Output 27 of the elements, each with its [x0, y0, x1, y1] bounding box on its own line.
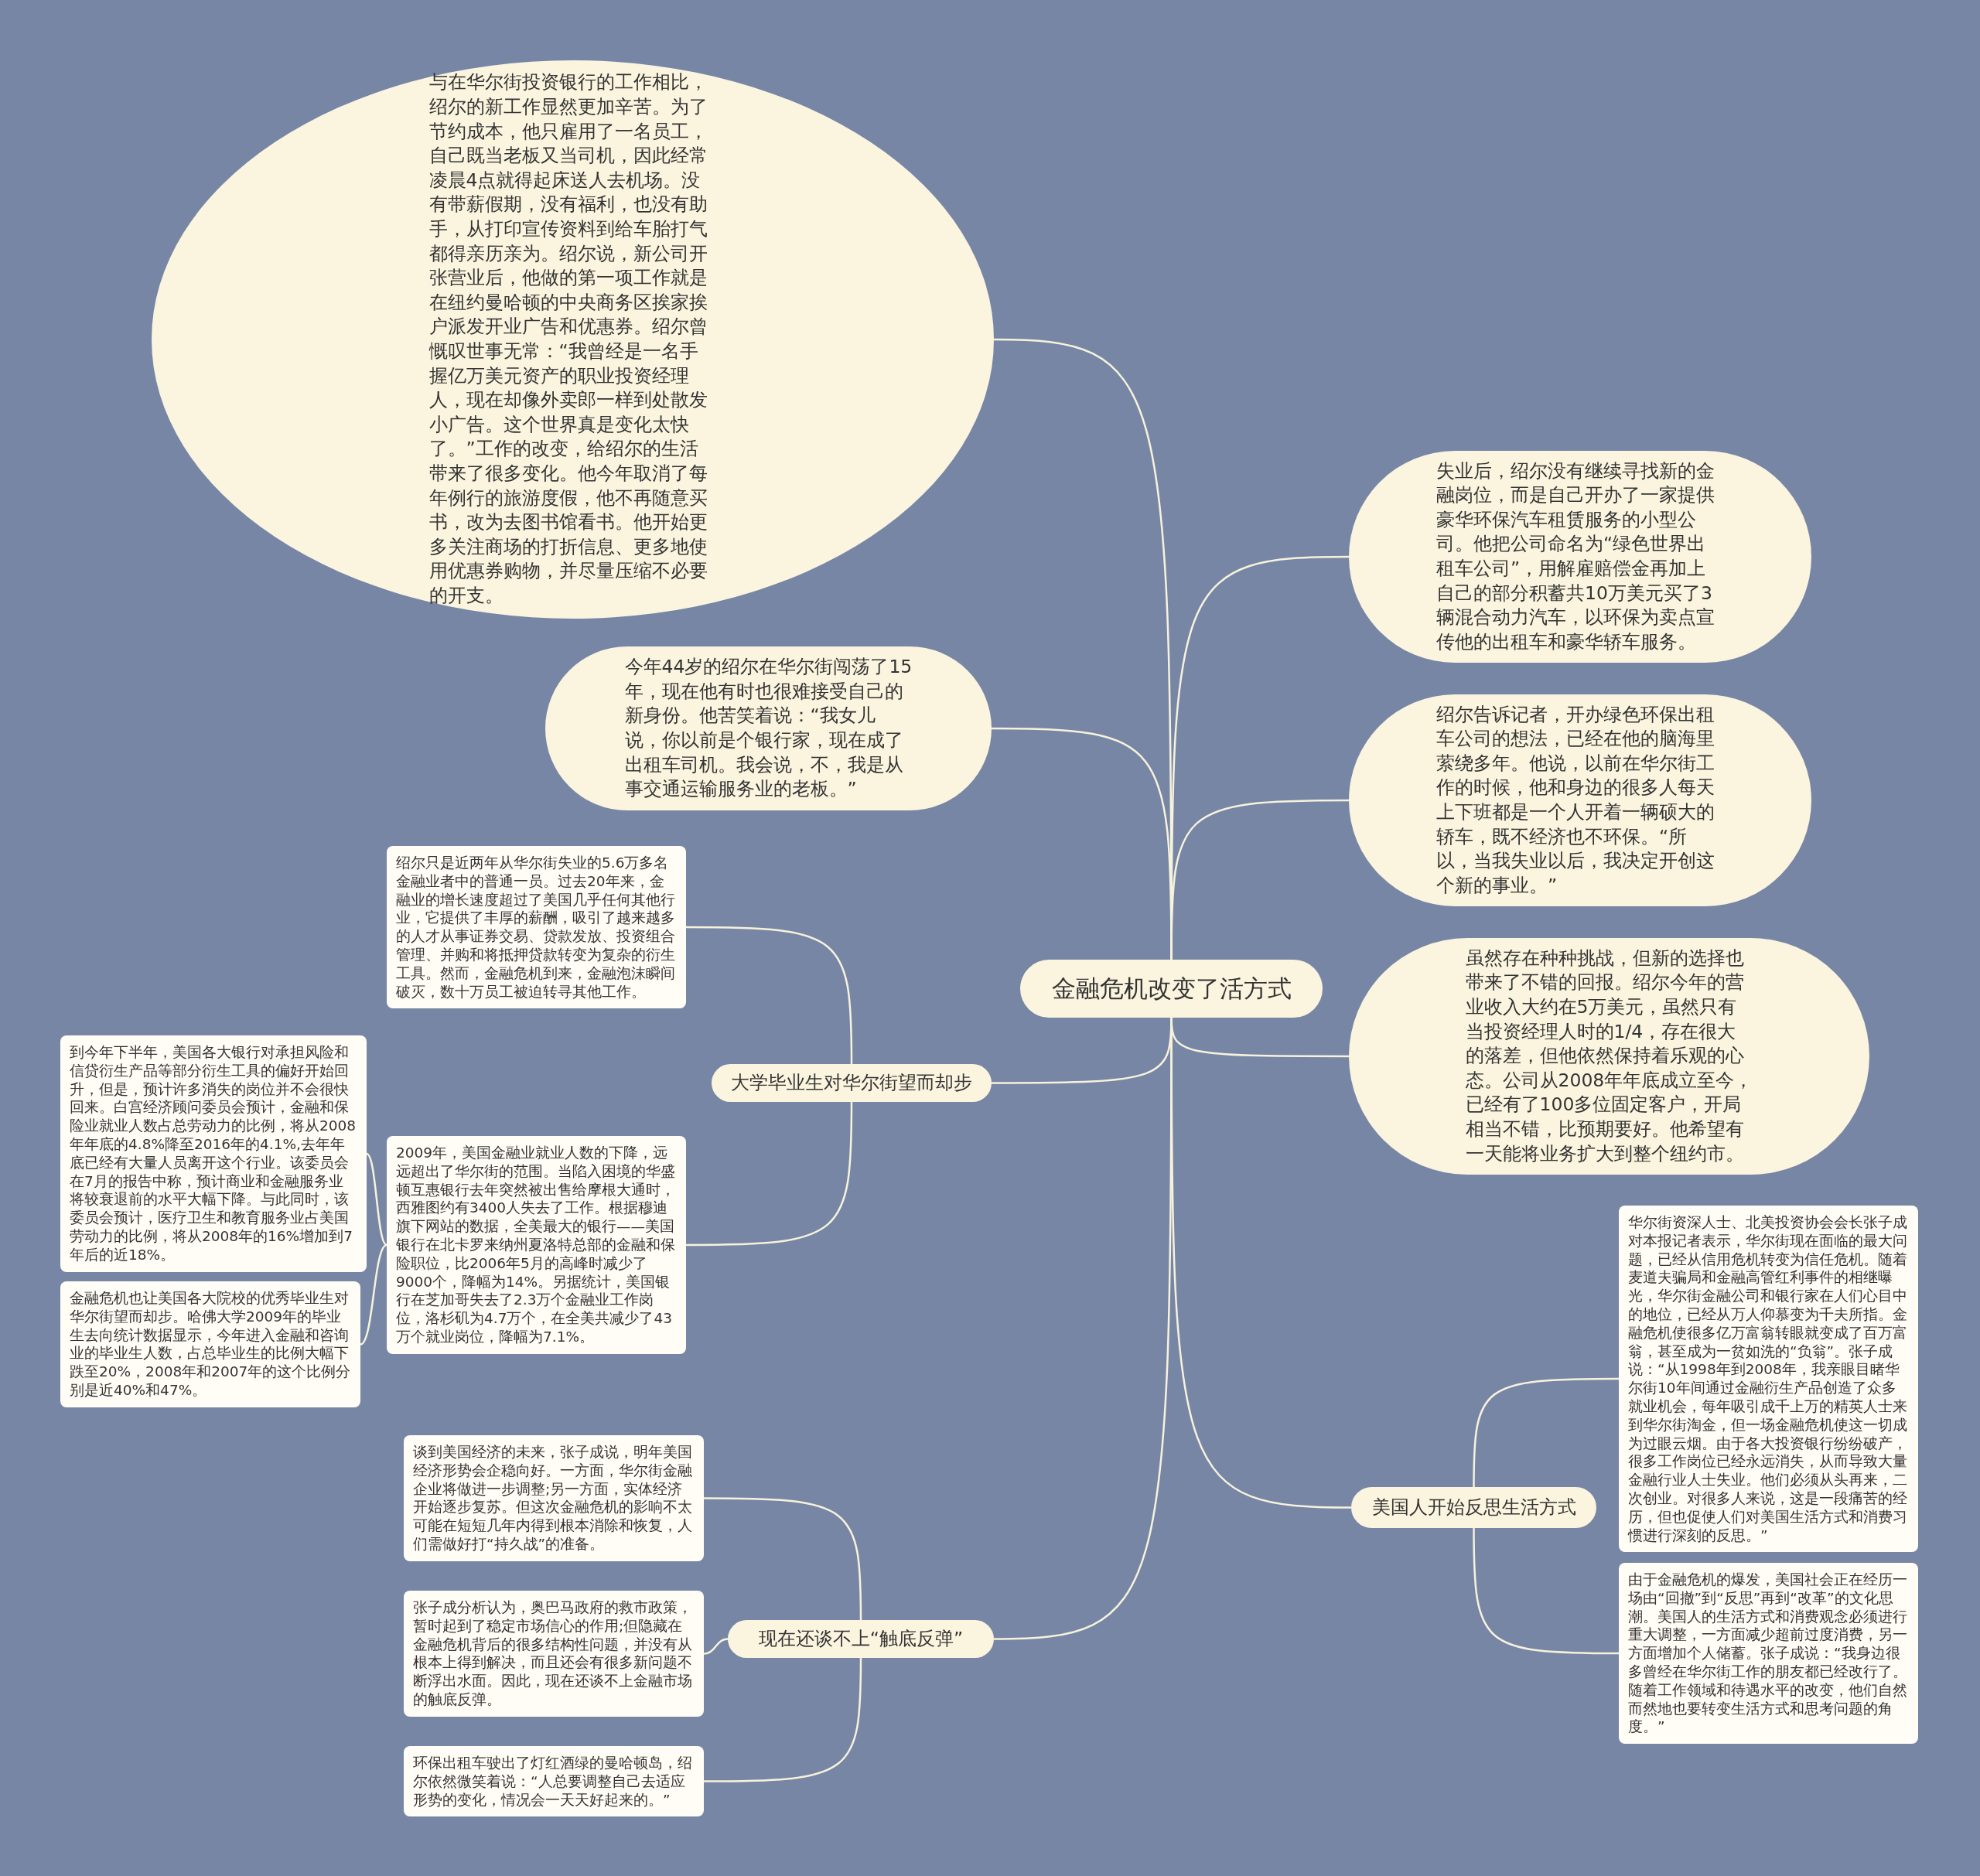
central-topic: 金融危机改变了活方式	[1020, 960, 1323, 1018]
note-card: 到今年下半年，美国各大银行对承担风险和信贷衍生产品等部分衍生工具的偏好开始回升，但是，预计许多消失的岗位并不会很快回来。白宫经济顾问委员会预计，金融和保险业就业人数占总劳动力的比例，将从2008年年底的4.8%降至2016年的4.1%,去年年底已经有大量人员离开这个行业。该委员会在7月的报告中称，预计商业和金融服务业将较衰退前的水平大幅下降。与此同时，该委员会预计，医疗卫生和教育服务业占美国劳动力的比例，将从2008年的16%增加到7年后的近18%。	[60, 1035, 367, 1272]
topic-bubble: 失业后，绍尔没有继续寻找新的金融岗位，而是自己开办了一家提供豪华环保汽车租赁服务的小型公司。他把公司命名为“绿色世界出租车公司”，用解雇赔偿金再加上自己的部分积蓄共10万美元买了3辆混合动力汽车，以环保为卖点宣传他的出租车和豪华轿车服务。	[1349, 451, 1811, 663]
note-card: 华尔街资深人士、北美投资协会会长张子成对本报记者表示，华尔街现在面临的最大问题，已经从信用危机转变为信任危机。随着麦道夫骗局和金融高管红利事件的相继曝光，华尔街金融公司和银行家在人们心目中的地位，已经从万人仰慕变为千夫所指。金融危机使很多亿万富翁转眼就变成了百万富翁，甚至成为一贫如洗的“负翁”。张子成说：“从1998年到2008年，我亲眼目睹华尔街10年间通过金融衍生产品创造了众多就业机会，每年吸引成千上万的精英人士来到华尔街淘金，但一场金融危机使这一切成为过眼云烟。由于各大投资银行纷纷破产，很多工作岗位已经永远消失，从而导致大量金融行业人士失业。他们必须从头再来，二次创业。对很多人来说，这是一段痛苦的经历，但也促使人们对美国生活方式和消费习惯进行深刻的反思。”	[1619, 1206, 1918, 1553]
topic-bubble: 虽然存在种种挑战，但新的选择也带来了不错的回报。绍尔今年的营业收入大约在5万美元，虽然只有当投资经理人时的1/4，存在很大的落差，但他依然保持着乐观的心态。公司从2008年年底成立至今，已经有了100多位固定客户，开局相当不错，比预期要好。他希望有一天能将业务扩大到整个纽约市。	[1349, 938, 1869, 1175]
connector-line	[704, 1658, 862, 1782]
connector-line	[1170, 799, 1349, 960]
note-card: 2009年，美国金融业就业人数的下降，远远超出了华尔街的范围。当陷入困境的华盛顿互惠银行去年突然被出售给摩根大通时，西雅图约有3400人失去了工作。根据穆迪旗下网站的数据，全美最大的银行——美国银行在北卡罗来纳州夏洛特总部的金融和保险职位，比2006年5月的高峰时减少了9000个，降幅为14%。另据统计，美国银行在芝加哥失去了2.3万个金融业工作岗位，洛杉矶为4.7万个，在全美共减少了43万个就业岗位，降幅为7.1%。	[387, 1136, 686, 1354]
branch-topic: 大学毕业生对华尔街望而却步	[712, 1064, 992, 1102]
note-card: 绍尔只是近两年从华尔街失业的5.6万多名金融业者中的普通一员。过去20年来，金融业的增长速度超过了美国几乎任何其他行业，它提供了丰厚的薪酬，吸引了越来越多的人才从事证券交易、贷款发放、投资组合管理、并购和将抵押贷款转变为复杂的衍生工具。然而，金融危机到来，金融泡沫瞬间破灭，数十万员工被迫转寻其他工作。	[387, 846, 686, 1009]
topic-bubble: 今年44岁的绍尔在华尔街闯荡了15年，现在他有时也很难接受自己的新身份。他苦笑着说：“我女儿说，你以前是个银行家，现在成了出租车司机。我会说，不，我是从事交通运输服务业的老板。”	[545, 646, 992, 810]
connector-line	[703, 1638, 729, 1655]
note-card: 张子成分析认为，奥巴马政府的救市政策，暂时起到了稳定市场信心的作用;但隐藏在金融危机背后的很多结构性问题，并没有从根本上得到解决，而且还会有很多新问题不断浮出水面。因此，现在还谈不上金融市场的触底反弹。	[404, 1591, 704, 1717]
topic-bubble: 绍尔告诉记者，开办绿色环保出租车公司的想法，已经在他的脑海里萦绕多年。他说，以前在华尔街工作的时候，他和身边的很多人每天上下班都是一个人开着一辆硕大的轿车，既不经济也不环保。“所以，当我失业以后，我决定开创这个新的事业。”	[1349, 694, 1811, 906]
note-card: 由于金融危机的爆发，美国社会正在经历一场由“回撤”到“反思”再到“改革”的文化思潮。美国人的生活方式和消费观念必须进行重大调整，一方面减少超前过度消费，另一方面增加个人储蓄。张子成说：“我身边很多曾经在华尔街工作的朋友都已经改行了。随着工作领域和待遇水平的改变，他们自然而然地也要转变生活方式和思考问题的角度。”	[1619, 1563, 1918, 1745]
connector-line	[704, 1497, 862, 1620]
connector-line	[1473, 1377, 1619, 1487]
topic-bubble: 与在华尔街投资银行的工作相比，绍尔的新工作显然更加辛苦。为了节约成本，他只雇用了一名员工，自己既当老板又当司机，因此经常凌晨4点就得起床送人去机场。没有带薪假期，没有福利，也没有助手，从打印宣传资料到给车胎打气都得亲历亲为。绍尔说，新公司开张营业后，他做的第一项工作就是在纽约曼哈顿的中央商务区挨家挨户派发开业广告和优惠券。绍尔曾慨叹世事无常：“我曾经是一名手握亿万美元资产的职业投资经理人，现在却像外卖郎一样到处散发小广告。这个世界真是变化太快了。”工作的改变，给绍尔的生活带来了很多变化。他今年取消了每年例行的旅游度假，他不再随意买书，改为去图书馆看书。他开始更多关注商场的打折信息、更多地使用优惠券购物，并尽量压缩不必要的开支。	[152, 60, 994, 619]
branch-topic: 美国人开始反思生活方式	[1351, 1487, 1596, 1528]
note-card: 谈到美国经济的未来，张子成说，明年美国经济形势会企稳向好。一方面，华尔街金融企业将做进一步调整;另一方面，实体经济开始逐步复苏。但这次金融危机的影响不太可能在短短几年内得到根本消除和恢复，人们需做好打“持久战”的准备。	[404, 1435, 704, 1561]
connector-line	[1473, 1528, 1619, 1655]
branch-topic: 现在还谈不上“触底反弹”	[728, 1620, 994, 1658]
connector-line	[686, 926, 853, 1064]
note-card: 金融危机也让美国各大院校的优秀毕业生对华尔街望而却步。哈佛大学2009年的毕业生去向统计数据显示，今年进入金融和咨询业的毕业生人数，占总毕业生的比例大幅下跌至20%，2008年和2007年的这个比例分别是近40%和47%。	[60, 1281, 360, 1407]
note-card: 环保出租车驶出了灯红酒绿的曼哈顿岛，绍尔依然微笑着说：“人总要调整自己去适应形势的变化，情况会一天天好起来的。”	[404, 1746, 704, 1817]
connector-line	[686, 1102, 853, 1247]
connector-line	[360, 1243, 387, 1346]
